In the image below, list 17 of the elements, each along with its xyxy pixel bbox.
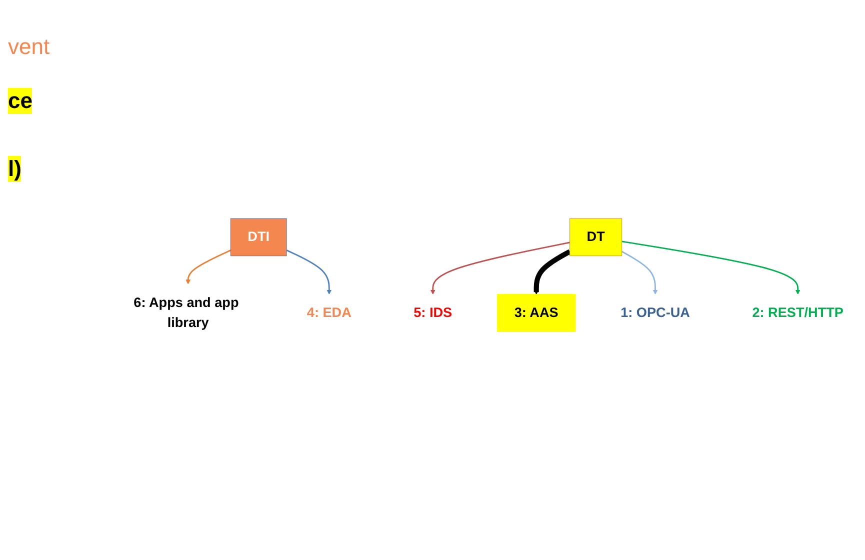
node-box: DTI [230, 218, 287, 256]
note-text: ce [8, 88, 32, 114]
arrow [430, 242, 570, 294]
node-text: 4: EDA [306, 304, 352, 320]
arrow [622, 240, 800, 294]
arrow [622, 250, 658, 294]
node-text: 1: OPC-UA [620, 304, 690, 320]
arrow [286, 249, 332, 294]
arrow [186, 249, 232, 284]
node-text: 5: IDS [414, 304, 452, 320]
note-text: vent [8, 34, 51, 60]
arrow [534, 249, 572, 294]
node-text: 6: Apps and app library [134, 294, 239, 330]
node-box: DT [570, 218, 622, 256]
node-box: 3: AAS [497, 294, 576, 332]
node-text: 2: REST/HTTP [752, 304, 844, 320]
note-text: l) [8, 156, 22, 182]
